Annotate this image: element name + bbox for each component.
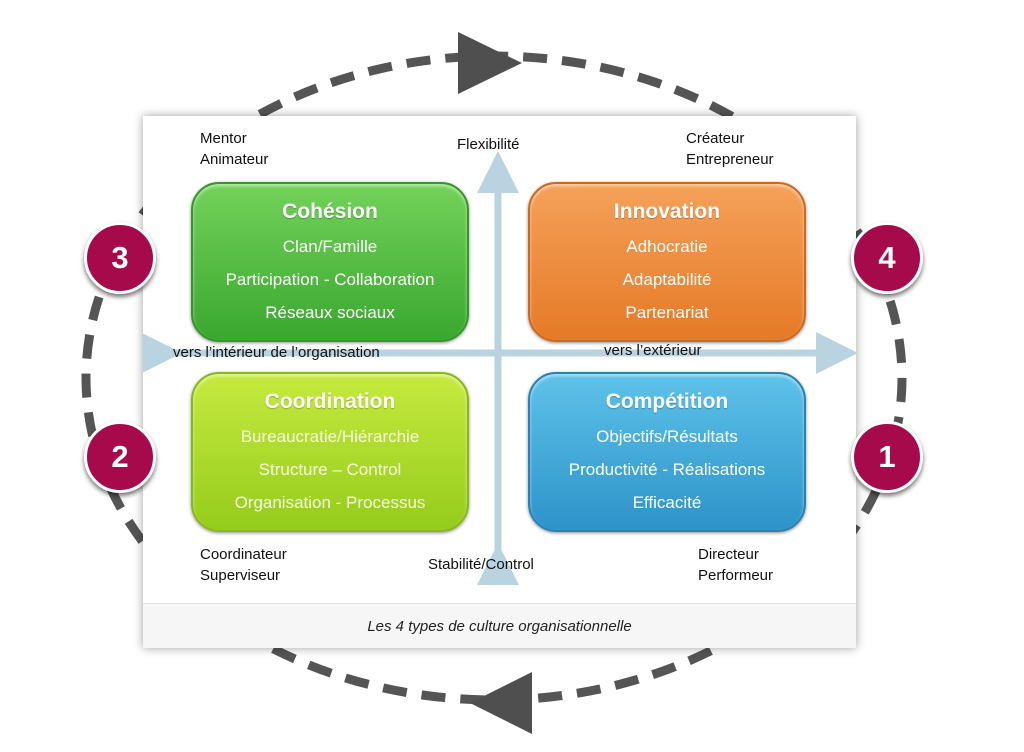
axis-label-top: Flexibilité [457,136,520,153]
axis-label-right: vers l’extérieur [604,342,702,359]
role-bottom-right: Directeur Performeur [698,544,773,586]
step-badge-3: 3 [84,222,156,294]
step-badge-1: 1 [851,421,923,493]
quadrant-innovation: Innovation Adhocratie Adaptabilité Parte… [528,182,806,342]
role-line: Coordinateur [200,546,287,563]
axes [143,151,856,585]
quadrant-title: Innovation [613,200,721,223]
quadrant-line: Efficacité [632,493,702,512]
role-line: Entrepreneur [686,151,774,168]
role-line: Directeur [698,546,759,563]
quadrant-title: Compétition [605,390,729,413]
step-badge-2: 2 [84,421,156,493]
quadrant-coordination: Coordination Bureaucratie/Hiérarchie Str… [191,372,469,532]
axis-label-left: vers l’intérieur de l’organisation [173,344,380,361]
quadrant-line: Bureaucratie/Hiérarchie [240,427,420,446]
quadrant-competition: Compétition Objectifs/Résultats Producti… [528,372,806,532]
role-line: Performeur [698,567,774,584]
quadrant-line: Adhocratie [626,237,708,256]
quadrant-line: Objectifs/Résultats [596,427,738,446]
role-line: Mentor [200,130,247,147]
quadrant-cohesion: Cohésion Clan/Famille Participation - Co… [191,182,469,342]
quadrant-line: Partenariat [625,303,709,322]
quadrant-title: Cohésion [282,200,378,223]
quadrant-line: Organisation - Processus [234,493,426,512]
cycle-arrow-top-icon [458,32,522,94]
step-badge-4: 4 [851,222,923,294]
role-bottom-left: Coordinateur Superviseur [200,544,287,586]
cycle-arrow-bottom-icon [470,672,532,734]
role-line: Créateur [686,130,745,147]
quadrant-line: Productivité - Réalisations [568,460,766,479]
role-line: Superviseur [200,567,281,584]
quadrant-line: Participation - Collaboration [225,270,435,289]
figure-caption: Les 4 types de culture organisationnelle [143,603,856,648]
axis-label-bottom: Stabilité/Control [428,556,534,573]
role-top-right: Créateur Entrepreneur [686,128,774,170]
role-top-left: Mentor Animateur [200,128,268,170]
quadrant-line: Structure – Control [258,460,402,479]
diagram-card: Cohésion Clan/Famille Participation - Co… [143,116,856,648]
quadrant-line: Adaptabilité [622,270,712,289]
quadrant-line: Réseaux sociaux [265,303,395,322]
role-line: Animateur [200,151,269,168]
quadrant-line: Clan/Famille [282,237,378,256]
quadrant-title: Coordination [264,390,396,413]
